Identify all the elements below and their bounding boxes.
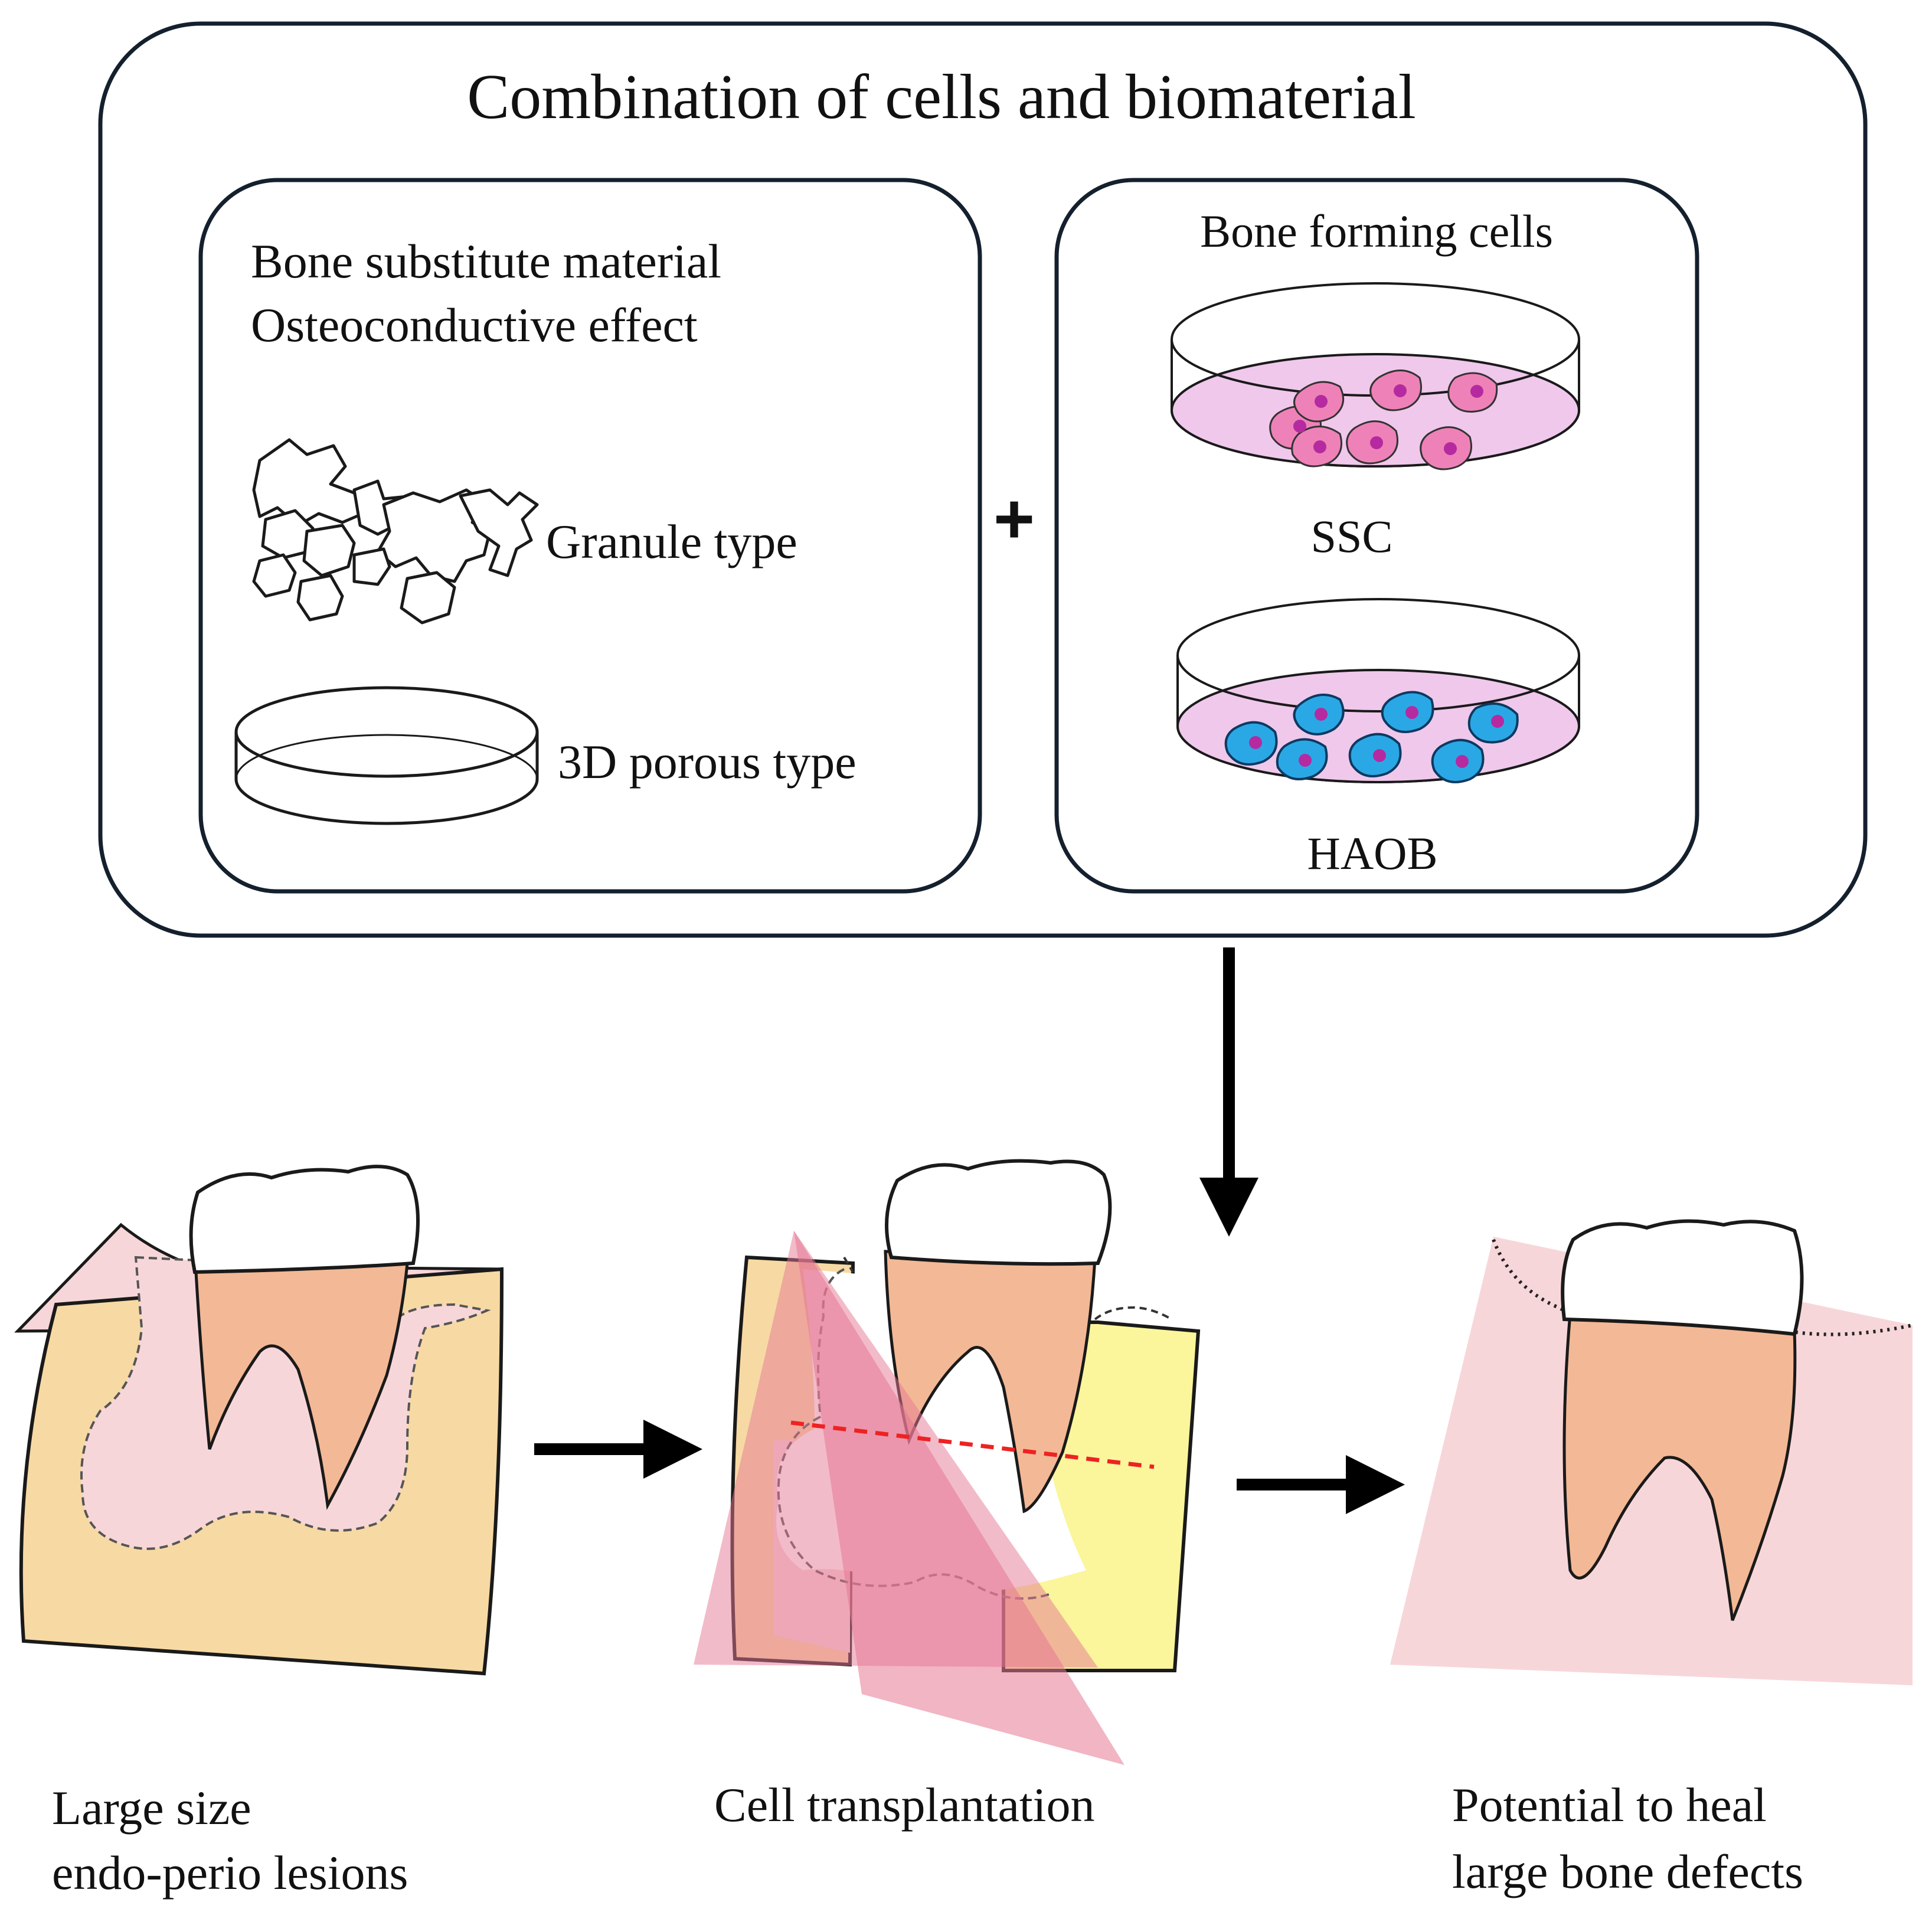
- stage3-label-line1: Potential to heal: [1452, 1778, 1767, 1832]
- cells-heading: Bone forming cells: [1200, 205, 1553, 257]
- granule-icon: [252, 438, 539, 625]
- combination-panel: [98, 21, 1868, 938]
- porous-label: 3D porous type: [558, 735, 857, 789]
- haob-label: HAOB: [1307, 828, 1437, 879]
- stage1-label-line2: endo-perio lesions: [52, 1846, 408, 1900]
- stage1-label-line1: Large size: [52, 1781, 251, 1835]
- combination-title: Combination of cells and biomaterial: [467, 62, 1416, 132]
- ssc-dish-icon: [1171, 282, 1580, 470]
- material-line1: Bone substitute material: [251, 234, 721, 288]
- plus-sign: +: [993, 479, 1035, 558]
- ssc-label: SSC: [1311, 511, 1393, 562]
- stage3-label-line2: large bone defects: [1452, 1845, 1803, 1898]
- healed-tooth-illustration: [1390, 1219, 1913, 1685]
- material-panel: [198, 178, 982, 894]
- porous-disc-icon: [234, 686, 539, 825]
- cells-panel: [1054, 178, 1699, 894]
- transplantation-tooth-illustration: [694, 1159, 1201, 1765]
- material-line2: Osteoconductive effect: [251, 298, 698, 352]
- granule-label: Granule type: [546, 515, 797, 568]
- stage2-label-line1: Cell transplantation: [714, 1778, 1094, 1832]
- haob-dish-icon: [1176, 598, 1580, 783]
- lesion-tooth-illustration: [14, 1165, 504, 1676]
